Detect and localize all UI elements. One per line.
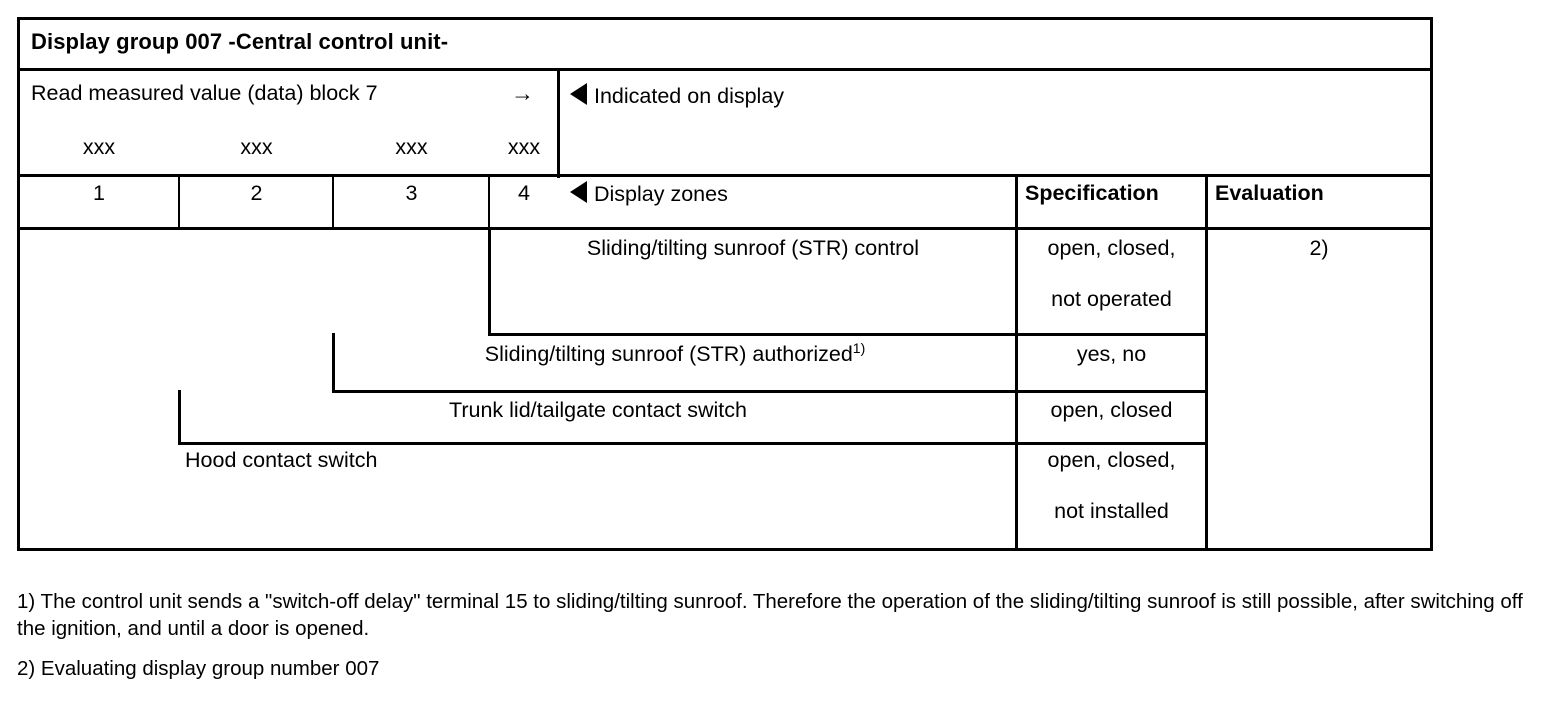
row-spec-trunk-lid: open, closed bbox=[1050, 398, 1173, 422]
display-group-table: Display group 007 -Central control unit-… bbox=[17, 17, 1433, 551]
left-triangle-icon-2 bbox=[570, 181, 587, 203]
row-evaluation-str-control: 2) bbox=[1309, 236, 1329, 260]
indicated-on-display-text: Indicated on display bbox=[594, 84, 785, 108]
row-spec-hood: open, closed, not installed bbox=[1018, 448, 1205, 523]
specification-col-left-rule bbox=[1015, 174, 1018, 551]
table-title: Display group 007 -Central control unit- bbox=[31, 29, 449, 54]
placeholder-zone-3: xxx bbox=[395, 135, 428, 159]
spec-line-2-hood: not installed bbox=[1054, 498, 1169, 523]
read-block-label: Read measured value (data) block 7 bbox=[31, 81, 378, 105]
zone-divider-2-3 bbox=[332, 174, 334, 229]
left-triangle-icon bbox=[570, 83, 587, 105]
placeholder-zone-4: xxx bbox=[507, 135, 541, 159]
zone-divider-1-2 bbox=[178, 174, 180, 229]
spec-line-2: not operated bbox=[1051, 286, 1172, 311]
evaluation-col-left-rule bbox=[1205, 174, 1208, 551]
zone-number-3: 3 bbox=[405, 181, 418, 205]
row-description-str-control: Sliding/tilting sunroof (STR) control bbox=[586, 236, 920, 260]
row3-left-step-rule bbox=[178, 390, 181, 444]
table-border-bottom bbox=[17, 548, 1433, 551]
row-description-hood: Hood contact switch bbox=[185, 448, 378, 472]
header-evaluation: Evaluation bbox=[1215, 181, 1324, 205]
display-zones-text: Display zones bbox=[594, 182, 728, 206]
row2-bottom-rule bbox=[332, 390, 1208, 393]
row3-bottom-rule bbox=[178, 442, 1208, 445]
spec-line-1-hood: open, closed, bbox=[1047, 448, 1176, 472]
readblock-bottom-rule bbox=[17, 174, 560, 177]
row-spec-str-control: open, closed, not operated bbox=[1018, 236, 1205, 311]
footnotes-block: 1) The control unit sends a "switch-off … bbox=[17, 588, 1551, 682]
table-border-top bbox=[17, 17, 1433, 20]
row2-left-step-rule bbox=[332, 333, 335, 392]
zone-number-2: 2 bbox=[250, 181, 263, 205]
indicated-cell-bottom-rule bbox=[557, 174, 1433, 177]
footnote-1: 1) The control unit sends a "switch-off … bbox=[17, 590, 1523, 641]
table-border-left bbox=[17, 17, 20, 551]
zone-row-bottom-rule bbox=[17, 227, 560, 230]
row-description-trunk-lid: Trunk lid/tailgate contact switch bbox=[449, 398, 747, 422]
placeholder-zone-1: xxx bbox=[82, 135, 116, 159]
zone-divider-3-4 bbox=[488, 174, 490, 229]
readblock-right-rule bbox=[557, 68, 560, 178]
row-spec-str-authorized: yes, no bbox=[1076, 342, 1147, 366]
display-zones-label: Display zones bbox=[570, 181, 728, 207]
zone-number-4: 4 bbox=[518, 181, 530, 205]
column-header-bottom-rule bbox=[557, 227, 1433, 230]
row-description-str-authorized: Sliding/tilting sunroof (STR) authorized… bbox=[335, 339, 1015, 367]
zone-number-1: 1 bbox=[93, 181, 105, 205]
row1-left-step-rule bbox=[488, 227, 491, 335]
placeholder-zone-2: xxx bbox=[240, 135, 273, 159]
title-row-rule bbox=[17, 68, 1433, 71]
read-block-arrow-icon: → bbox=[511, 80, 534, 106]
footnote-ref-1: 1) bbox=[852, 339, 866, 356]
table-border-right bbox=[1430, 17, 1433, 551]
row-description-text: Sliding/tilting sunroof (STR) authorized bbox=[484, 342, 853, 366]
row1-bottom-rule bbox=[488, 333, 1208, 336]
footnote-2: 2) Evaluating display group number 007 bbox=[17, 657, 380, 681]
indicated-on-display-label: Indicated on display bbox=[570, 83, 784, 109]
header-specification: Specification bbox=[1025, 181, 1159, 205]
spec-line-1: open, closed, bbox=[1047, 236, 1176, 260]
